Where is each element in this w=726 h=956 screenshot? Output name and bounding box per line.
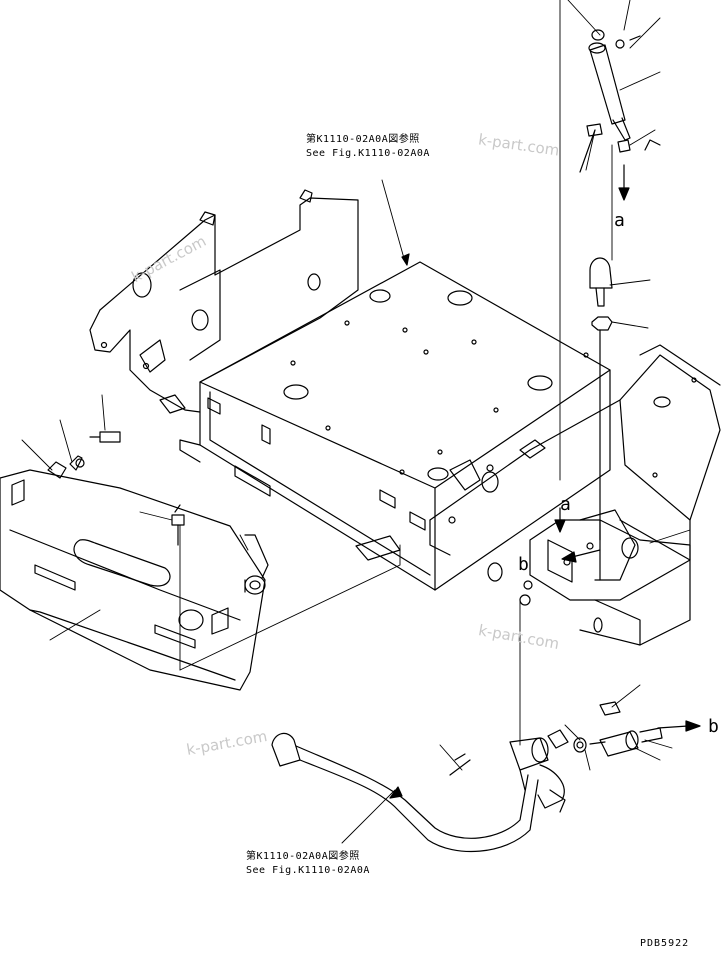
gas-spring-assembly bbox=[579, 29, 661, 541]
front-cover-panel bbox=[0, 431, 266, 691]
reference-label-upper-en: See Fig.K1110-02A0A bbox=[306, 148, 430, 159]
reference-label-lower-en: See Fig.K1110-02A0A bbox=[246, 865, 370, 876]
reference-label-lower-jp: 第K1110-02A0A図参照 bbox=[246, 851, 360, 862]
arrow-markers bbox=[389, 164, 701, 799]
drawing-code: PDB5922 bbox=[640, 938, 690, 949]
right-support-frame bbox=[429, 344, 721, 646]
main-frame-box bbox=[179, 261, 611, 591]
callout-b-mid: b bbox=[518, 554, 529, 575]
callout-b-right: b bbox=[708, 716, 719, 737]
reference-label-upper-jp: 第K1110-02A0A図参照 bbox=[306, 134, 420, 145]
latch-parts bbox=[244, 534, 269, 595]
callout-a-mid: a bbox=[560, 494, 571, 515]
tube-valve-assembly bbox=[271, 701, 663, 853]
callout-a-top: a bbox=[614, 210, 625, 231]
rear-bracket bbox=[89, 189, 359, 414]
leader-lines bbox=[21, 0, 691, 844]
